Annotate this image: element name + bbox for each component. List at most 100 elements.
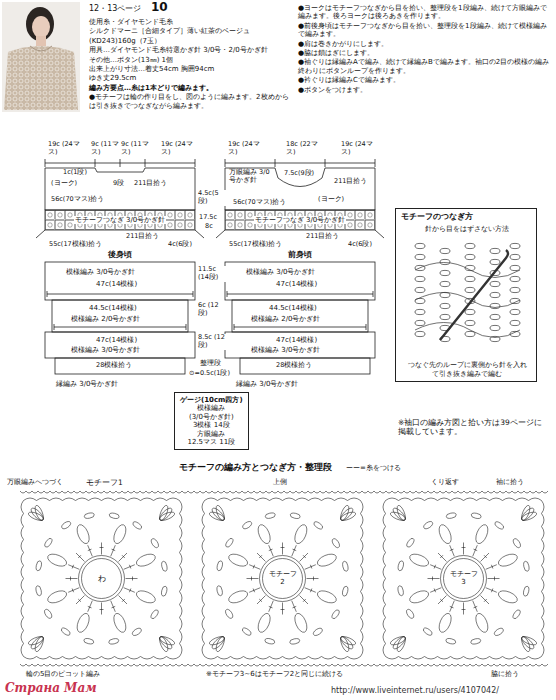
node-text: つなぐ先のループに裏側から針を入れて引き抜き編みで編む	[405, 361, 529, 378]
gauge-text: 12.5マス 11段	[187, 438, 235, 446]
band-panel: モチーフつなぎ 3/0号かぎ針	[225, 210, 375, 230]
dimension-label: 9段	[112, 180, 125, 188]
note-text: ●脇は鎖はぎにします。	[297, 49, 551, 57]
technique-box: モチーフのつなぎ方針から目をはずさない方法つなぐ先のループに裏側から針を入れて引…	[395, 208, 537, 382]
edging-row	[20, 664, 548, 666]
dimension-label: 整理段	[199, 360, 222, 368]
dimension-label: 6c (12段)	[197, 302, 227, 318]
node-text: モチーフ 3	[448, 570, 480, 587]
dimension-label: 模様編み 2/0号かぎ針	[70, 315, 142, 323]
gauge-text: ゲージ(10cm四方)	[180, 396, 243, 404]
note-text: ●肩は巻きかがりにします。	[297, 40, 551, 48]
stitch-loops	[415, 243, 520, 341]
dimension-label: 11.5c (14段)	[197, 266, 227, 282]
dimension-label: 8c	[204, 223, 214, 231]
dimension-label: 模様編み 3/0号かぎ針	[65, 268, 137, 276]
chart-label: モチーフの編み方とつなぎ方・整理段	[178, 462, 333, 472]
gauge-text: 模様編み	[197, 404, 225, 412]
dimension-label: 縁編み 3/0号かぎ針	[55, 380, 120, 388]
dimension-label: 47c(14模様)	[275, 336, 318, 344]
chart-label: 上側	[272, 478, 288, 486]
dimension-label: 18c (22マス)	[285, 141, 321, 157]
chart-label: 袖に拾う	[495, 478, 525, 486]
body-lower	[45, 332, 195, 358]
note-text: 編み方要点…糸は1本どりで編みます。	[88, 84, 295, 92]
dimension-label: 19c (24マス)	[340, 141, 376, 157]
joining-illustration	[415, 243, 520, 341]
neckline	[30, 46, 52, 51]
width-dimension	[227, 291, 373, 330]
gauge-box: ゲージ(10cm四方)模様編み(3/0号かぎ針)3模様 14段方眼編み12.5マ…	[174, 392, 249, 450]
note-text: その他…ボタン(13㎜) 1個	[88, 56, 295, 64]
dimension-label: 55c(17模様)拾う	[48, 241, 103, 249]
dimension-label: 44.5c(14模様)	[88, 304, 138, 312]
body-lower	[225, 332, 375, 358]
dimension-label: 模様編み 2/0号かぎ針	[250, 315, 322, 323]
back-yoke-outline	[45, 168, 195, 210]
dimension-label: 9c (11マス)	[120, 141, 152, 157]
chart-label: 輪の5目のピコット編み	[25, 670, 101, 678]
node-text: (ヨーク)	[50, 180, 78, 188]
node-text: モチーフつなぎ 3/0号かぎ針	[254, 216, 347, 224]
dimension-label: 28模様拾う	[275, 362, 313, 370]
chart-label: ※袖口の編み方図と拾い方は39ページに掲載しています。	[397, 418, 547, 436]
note-text: (KD243)160g（7玉）	[88, 37, 295, 45]
width-dimension	[47, 291, 193, 330]
dimension-label: 47c(14模様)	[275, 280, 318, 288]
gauge-text: 方眼編み	[197, 430, 225, 438]
face	[32, 16, 50, 38]
body-hem	[55, 358, 185, 374]
motif-square: モチーフ 3	[382, 497, 545, 660]
note-text: ●前後身頃はモチーフつなぎから目を拾い、整理段を1段編み、続けて模様編みで編みま…	[297, 22, 551, 39]
node-text: モチーフつなぎ 3/0号かぎ針	[74, 216, 167, 224]
dimension-label: 模様編み 3/0号かぎ針	[245, 268, 317, 276]
node-text: (ヨーク)	[317, 196, 345, 204]
dimension-label: 211目拾う	[133, 180, 168, 188]
dimension-label: 28模様拾う	[95, 362, 133, 370]
chart-label: くり返す	[430, 478, 460, 486]
dimension-label: 模様編み 3/0号かぎ針	[250, 346, 322, 354]
note-text: 出来上がり寸法…着丈54cm 胸囲94cm	[88, 65, 295, 73]
dimension-label: 19c (24マス)	[160, 141, 196, 157]
motif-chart	[21, 498, 182, 659]
dimension-label: 19c (24マス)	[47, 141, 83, 157]
note-text: ●衿ぐりは縁編みCで編みます。	[297, 76, 551, 84]
dimension-label: 9c (11マス)	[90, 141, 122, 157]
dimension-label: 万眼編み 3/0号かぎ針	[228, 169, 274, 185]
motif-band	[45, 210, 195, 230]
crochet-hook	[440, 250, 508, 340]
dimension-label: 47c(14模様)	[95, 336, 138, 344]
node-text: わ	[97, 574, 107, 584]
motif-band	[225, 210, 375, 230]
chart-label: ※モチーフ3~6はモチーフ2と同じに続ける	[205, 670, 344, 678]
dimension-label: 56c(70マス)拾う	[50, 196, 105, 204]
motif-chart	[202, 498, 363, 659]
dimension-label: 縁編み 3/0号かぎ針	[235, 380, 300, 388]
chart-label: 脇に拾う	[490, 670, 520, 678]
dimension-label: 4.5c(5段)	[197, 190, 227, 206]
motif-square: モチーフ1わ	[20, 497, 183, 660]
note-text: 12・13ページ	[88, 4, 142, 14]
note-text: シルクドマーニ［合細タイプ］薄い紅茶のベージュ	[88, 27, 295, 35]
band-panel: モチーフつなぎ 3/0号かぎ針	[45, 210, 195, 230]
node-text: モチーフ1	[85, 478, 124, 487]
dimension-label: 7.5c(9段)	[283, 170, 315, 178]
chart-label: 万眼編みへつづく	[6, 478, 64, 486]
chart-label: ーー=糸をつける	[345, 464, 402, 472]
note-text: 使用糸・ダイヤモンド毛糸	[88, 18, 295, 26]
edging-row	[20, 491, 548, 493]
dimension-label: 17.5c	[198, 214, 218, 222]
motif-charts	[20, 491, 548, 666]
lace-texture	[4, 46, 78, 110]
dimension-label: 8.5c (12段)	[197, 334, 227, 350]
note-text: ●袖ぐりは縁編みAで編み、続けて縁編みBで編みます。袖口の2目の模様の編み終わり…	[297, 58, 551, 75]
motif-square: モチーフ 2	[201, 497, 364, 660]
note-text: ●ヨークはモチーフつなぎから目を拾い、整理段を1段編み、続けて方眼編みで編みます…	[297, 4, 551, 21]
neck	[36, 36, 46, 46]
dimension-label: 19c (24マス)	[227, 141, 263, 157]
dimension-label: 4c(6段)	[347, 241, 373, 249]
node-text: モチーフ 2	[267, 570, 299, 587]
note-text: ●ボタンをつけます。	[297, 86, 551, 94]
dimension-label: ⊙=0.5c(1段)	[188, 370, 231, 378]
dimension-label: 211目拾う	[305, 233, 340, 241]
